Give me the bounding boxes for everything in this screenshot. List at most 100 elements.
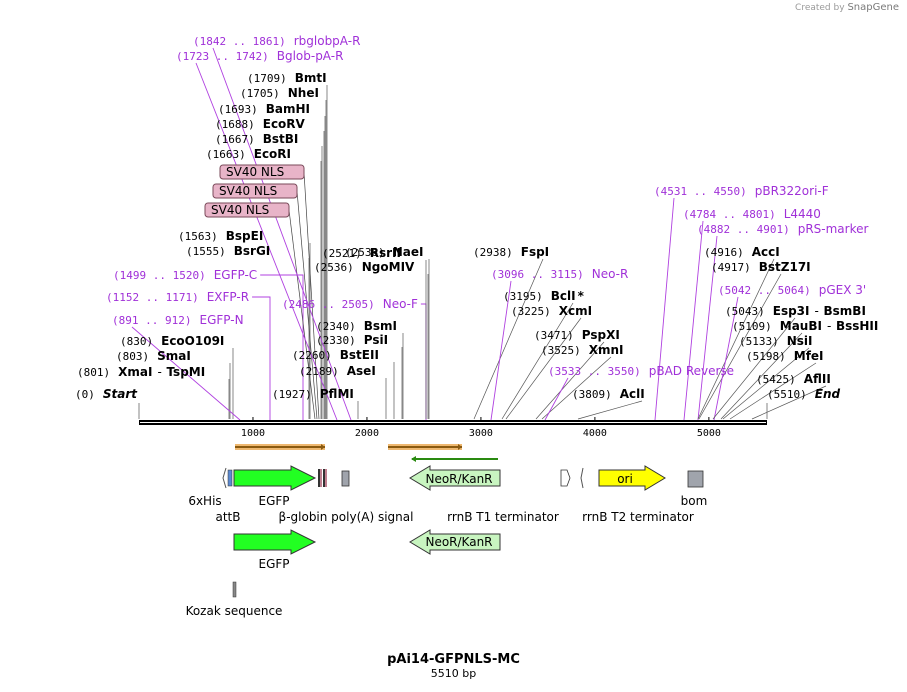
enzyme-position: (3471)	[534, 329, 574, 342]
enzyme-position: (2340)	[316, 320, 356, 333]
leader-line	[195, 62, 338, 421]
enzyme-position: (2521)	[322, 247, 362, 260]
primer-position: (2486 .. 2505)	[282, 298, 375, 311]
leader-line	[698, 273, 782, 420]
enzyme-name: BsmI	[364, 319, 397, 333]
nls-feature-mark	[318, 469, 320, 487]
site-aflii: (5425)AflII	[756, 372, 831, 386]
enzyme-name: BamHI	[266, 102, 310, 116]
enzyme-position: (3525)	[541, 344, 581, 357]
enzyme-name: MfeI	[794, 349, 824, 363]
site-egfp-n: (891 .. 912)EGFP-N	[112, 313, 244, 327]
site-ecori: (1663)EcoRI	[206, 147, 291, 161]
leader-line	[654, 197, 675, 421]
enzyme-position: (3225)	[511, 305, 551, 318]
leader-line	[296, 190, 318, 420]
enzyme-position: (2189)	[299, 365, 339, 378]
nls-feature-box	[212, 183, 298, 199]
snapgene-logo: SnapGene	[847, 2, 899, 13]
enzyme-position: (801)	[77, 366, 110, 379]
nls-feature-box	[204, 202, 290, 218]
leader-line	[544, 377, 569, 421]
leader-line	[252, 296, 271, 420]
primer-position: (3533 .. 3550)	[548, 365, 641, 378]
enzyme-position: (5198)	[746, 350, 786, 363]
enzyme-position: (5133)	[739, 335, 779, 348]
primer-position: (1842 .. 1861)	[193, 35, 286, 48]
site-neo-f: (2486 .. 2505)Neo-F	[282, 297, 418, 311]
leader-line	[501, 302, 574, 420]
end-label: End	[815, 387, 841, 401]
ruler-tick-label: 2000	[355, 428, 379, 439]
primer-name: pRS-marker	[798, 222, 869, 236]
site-xmni: (3525)XmnI	[541, 343, 624, 357]
site-bmti: (1709)BmtI	[247, 71, 327, 85]
site-rsrii: (2521)RsrII	[322, 246, 401, 260]
site-acci: (4916)AccI	[704, 245, 780, 259]
enzyme-position: (830)	[120, 335, 153, 348]
site-pspxi: (3471)PspXI	[534, 328, 620, 342]
site-psii: (2330)PsiI	[316, 333, 388, 347]
feature-label-egfp: EGFP	[258, 557, 289, 571]
feature-label-6xhis: 6xHis	[188, 494, 221, 508]
site-bsmi: (2340) BsmI	[316, 319, 397, 333]
leader-line	[131, 326, 241, 421]
enzyme-position: (1667)	[215, 133, 255, 146]
enzyme-name: BclI	[551, 289, 576, 303]
site-acli: (3809)AclI	[572, 387, 645, 401]
site-maubi: (5109)MauBI-BssHII	[732, 319, 878, 333]
site-sv40-nls: SV40 NLS	[212, 183, 298, 199]
credit-prefix: Created by	[795, 3, 845, 13]
egfp-feature-arrow	[233, 465, 317, 491]
backbone	[139, 420, 767, 425]
enzyme-name-alt: BssHII	[836, 319, 878, 333]
enzyme-name: Esp3I	[773, 304, 810, 318]
enzyme-name-alt: BsmBI	[824, 304, 866, 318]
site-bspei: (1563)BspEI	[178, 229, 263, 243]
leader-line	[260, 274, 304, 420]
site-bsteii: (2260)BstEII	[292, 348, 379, 362]
attb-site-mark	[222, 467, 227, 489]
enzyme-position: (1563)	[178, 230, 218, 243]
nls-feature-mark	[320, 469, 322, 487]
enzyme-position: (1709)	[247, 72, 287, 85]
rrnb-t1-terminator-feature	[560, 469, 571, 487]
site-ecorv: (1688)EcoRV	[215, 117, 306, 131]
site-nhei: (1705)NheI	[240, 86, 319, 100]
name-separator: -	[157, 365, 161, 379]
enzyme-position: (4917)	[711, 261, 751, 274]
leader-line	[720, 332, 803, 420]
enzyme-position: (5043)	[725, 305, 765, 318]
leader-line	[697, 258, 775, 420]
ruler-tick-label: 5000	[697, 428, 721, 439]
primer-name: Neo-R	[592, 267, 629, 281]
ruler-tick-label: 1000	[241, 428, 265, 439]
enzyme-name: NaeI	[393, 245, 424, 259]
primer-name: EXFP-R	[207, 290, 249, 304]
neo-reverse-arrowhead	[411, 456, 416, 462]
feature-label-egfp: EGFP	[258, 494, 289, 508]
site-end: (5510)End	[767, 387, 840, 401]
primer-binding-bars	[235, 444, 498, 462]
site-xmai: (801)XmaI-TspMI	[77, 365, 205, 379]
primer-name: EGFP-C	[214, 268, 257, 282]
methylation-mark: *	[578, 289, 585, 303]
site-prs-marker: (4882 .. 4901)pRS-marker	[697, 222, 869, 236]
enzyme-name: XcmI	[559, 304, 592, 318]
leader-line	[541, 356, 612, 420]
leader-line	[535, 341, 605, 420]
site-bstz17i: (4917)BstZ17I	[711, 260, 811, 274]
enzyme-name: NgoMIV	[362, 260, 415, 274]
enzyme-position: (1688)	[215, 118, 255, 131]
enzyme-position: (1693)	[218, 103, 258, 116]
polya-feature	[341, 470, 350, 487]
nls-feature-label: SV40 NLS	[211, 203, 269, 217]
site-pflmi: (1927)PflMI	[272, 387, 354, 401]
kozak-sequence-feature	[232, 581, 237, 598]
leader-line	[473, 258, 544, 420]
neor-kanr-feature-arrow	[409, 465, 501, 491]
enzyme-name: EcoRI	[254, 147, 291, 161]
leader-line	[697, 235, 718, 421]
snapgene-credit: Created by SnapGene	[795, 2, 899, 13]
